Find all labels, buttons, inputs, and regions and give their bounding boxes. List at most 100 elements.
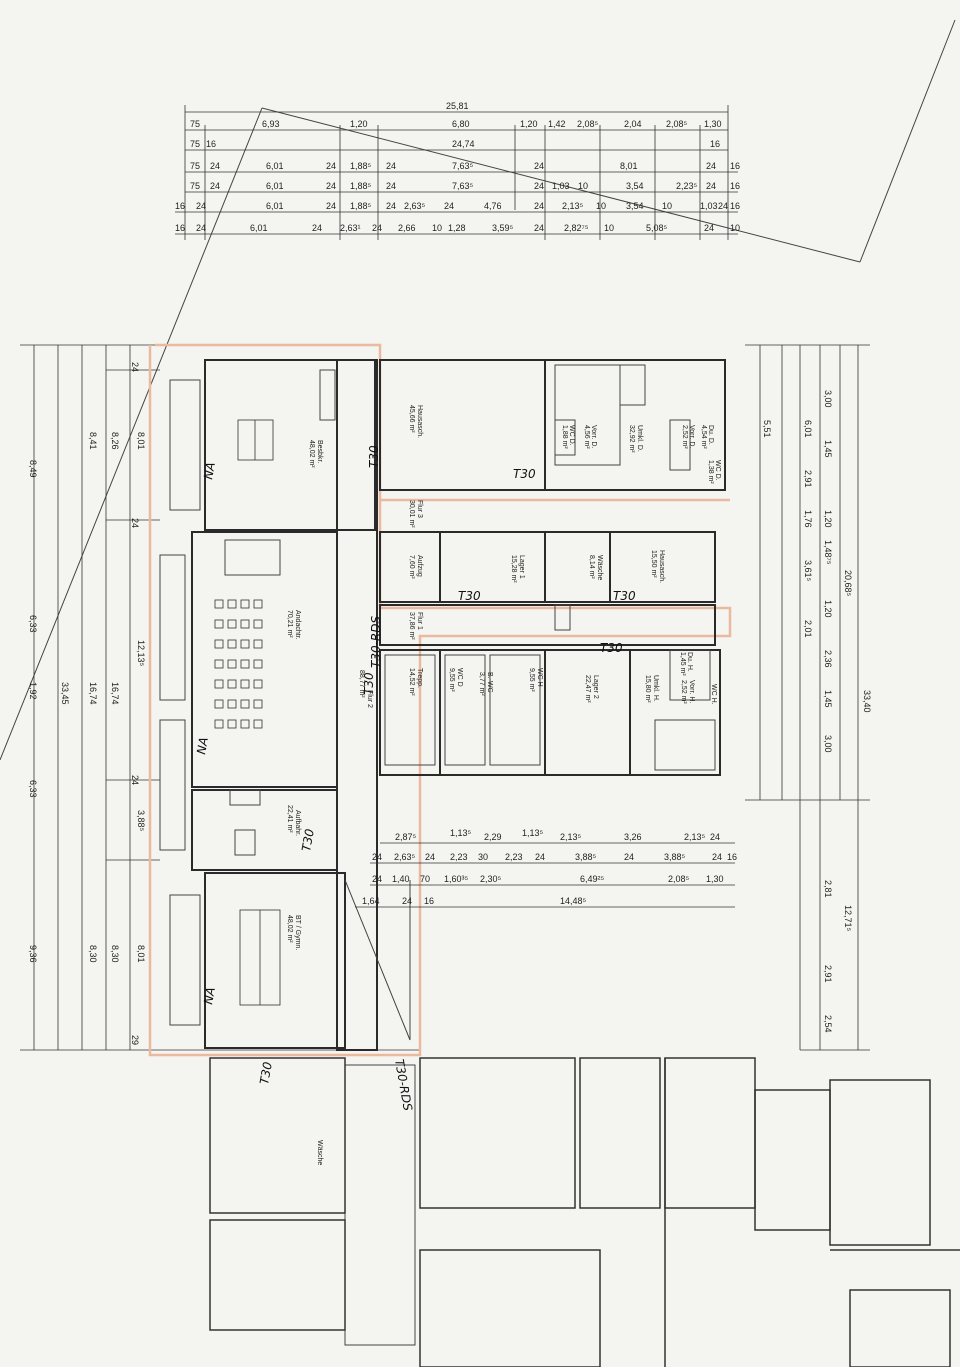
dim-top-r5-10: 2,13⁵ <box>562 201 584 211</box>
dim-top-r1-9: 1,30 <box>704 119 722 129</box>
hand-na-3: NA <box>201 986 218 1005</box>
room-du-h-name: Du. H. <box>686 652 693 672</box>
dim-mid-r2-4: 2,30⁵ <box>480 874 502 884</box>
room-bt-gymn-area: 48,02 m² <box>286 915 293 943</box>
dim-mid-r0-5: 3,26 <box>624 832 642 842</box>
room-flur2-name: Flur 2 <box>366 690 373 708</box>
room-vorr-d2-name: Vorr. D. <box>688 425 695 448</box>
dim-top-r4-3: 24 <box>326 181 336 191</box>
hand-t30-3: T30 <box>458 589 481 603</box>
dim-left-15: 8,01 <box>136 945 146 963</box>
dim-mid-r3-3: 14,48⁵ <box>560 896 587 906</box>
hand-t30-4: T30 <box>613 589 636 603</box>
dim-right-6: 1,20 <box>823 600 833 618</box>
dim-top-r5-0: 16 <box>175 201 185 211</box>
dim-mid-r2-3: 1,60³⁵ <box>444 874 469 884</box>
room-aufzug-area: 7,60 m² <box>408 555 415 579</box>
dim-right-11: 6,01 <box>803 420 813 438</box>
hand-t30-rds-1: T30-RDS <box>369 615 383 668</box>
dim-left-14: 8,30 <box>110 945 120 963</box>
room-umkl-d-area: 32,92 m² <box>628 425 635 453</box>
dim-left-8: 16,74 <box>88 682 98 705</box>
room-labels: Besbkr. 48,02 m² Hausasch. 45,66 m² Umkl… <box>286 405 721 1165</box>
dim-right-12: 2,91 <box>803 470 813 488</box>
dim-top-r4-8: 1,03 <box>552 181 570 191</box>
room-wc-d-small-name: WC D. <box>568 425 575 446</box>
room-wc-d-small-area: 1,88 m² <box>561 425 568 449</box>
room-aufbahr-area: 22,41 m² <box>286 805 293 833</box>
handwritten-annotations: NA T30 T30 T30 T30 T30 T30-RDS NA T30 NA… <box>194 445 636 1112</box>
dim-mid-r2-2: 70 <box>420 874 430 884</box>
dim-top-r5-6: 2,63⁵ <box>404 201 426 211</box>
room-flur3-area: 30,01 m² <box>408 500 415 528</box>
dim-top-r4-10: 3,54 <box>626 181 644 191</box>
room-umkl-h-area: 15,80 m² <box>644 675 651 703</box>
room-hausaschl2-name: Hausasch. <box>658 550 665 583</box>
dim-top-r5-7: 24 <box>444 201 454 211</box>
right-dimension-chains <box>745 344 870 1051</box>
middle-dimension-chains <box>355 842 735 908</box>
dim-left-2: 8,26 <box>110 432 120 450</box>
dim-mid-r0-3: 1,13⁵ <box>522 828 544 838</box>
dim-top-r4-0: 75 <box>190 181 200 191</box>
room-flur1-name: Flur 1 <box>416 612 423 630</box>
building-walls <box>191 359 726 1051</box>
room-andacht-area: 70,21 m² <box>286 610 293 638</box>
room-bt-gymn-name: BT / Gymn. <box>294 915 301 950</box>
dim-left-0: 8,49 <box>28 460 38 478</box>
dim-left-10: 6,33 <box>28 780 38 798</box>
dim-top-r1-2: 1,20 <box>350 119 368 129</box>
dim-top-r1-1: 6,93 <box>262 119 280 129</box>
dim-mid-r1-4: 30 <box>478 852 488 862</box>
room-vorr-d2-area: 2,52 m² <box>681 425 688 449</box>
dim-left-9: 16,74 <box>110 682 120 705</box>
dim-right-14: 20,68⁵ <box>843 570 853 597</box>
dim-top-r1-4: 1,20 <box>520 119 538 129</box>
dim-right-2: 3,61⁵ <box>803 560 813 582</box>
andacht-seating <box>214 419 281 1006</box>
dim-top-r6-4: 2,63¹ <box>340 223 361 233</box>
dim-top-r5-3: 24 <box>326 201 336 211</box>
dim-top-r4-4: 1,88⁵ <box>350 181 372 191</box>
dim-top-r6-5: 24 <box>372 223 382 233</box>
dim-mid-r2-5: 6,49²⁵ <box>580 874 605 884</box>
dim-mid-r0-7: 24 <box>710 832 720 842</box>
dim-top-r1-0: 75 <box>190 119 200 129</box>
dim-top-r6-1: 24 <box>196 223 206 233</box>
dim-top-r4-9: 10 <box>578 181 588 191</box>
room-wc-d-name: WC D <box>456 668 463 687</box>
room-du-h-area: 1,45 m² <box>679 652 686 676</box>
dim-right-18: 2,91 <box>823 965 833 983</box>
dim-mid-r1-8: 24 <box>624 852 634 862</box>
dim-mid-r1-7: 3,88⁵ <box>575 852 597 862</box>
dim-top-r3-4: 1,88⁵ <box>350 161 372 171</box>
room-waesche-ext-name: Wäsche <box>316 1140 323 1165</box>
dim-mid-r0-4: 2,13⁵ <box>560 832 582 842</box>
room-lager2-area: 22,47 m² <box>584 675 591 703</box>
dim-top-r1-3: 6,80 <box>452 119 470 129</box>
dim-top-r1-8: 2,08⁵ <box>666 119 688 129</box>
hand-t30-rds-2: T30-RDS <box>392 1058 415 1112</box>
dim-top-r4-12: 24 <box>706 181 716 191</box>
room-wc-d2-area: 1,38 m² <box>707 460 714 484</box>
right-dimension-labels: 3,00 1,45 3,61⁵ 2,01 1,20 1,48⁷⁵ 1,20 2,… <box>762 390 872 1033</box>
dim-top-r5-13: 10 <box>662 201 672 211</box>
hand-t30-6: T30 <box>299 827 317 852</box>
dim-top-r4-5: 24 <box>386 181 396 191</box>
hand-na-2: NA <box>194 736 211 755</box>
dim-right-19: 2,54 <box>823 1015 833 1033</box>
room-flur2-area: 88,77 m² <box>358 670 365 698</box>
dim-top-r6-15: 10 <box>730 223 740 233</box>
dim-right-7: 2,36 <box>823 650 833 668</box>
room-vorr-d-name: Vorr. D. <box>590 425 597 448</box>
hand-t30-8: T30 <box>362 672 376 695</box>
room-vorr-h-area: 2,52 m² <box>680 680 687 704</box>
room-vorr-h-name: Vorr. H. <box>688 680 695 703</box>
dim-left-4: 6,33 <box>28 615 38 633</box>
hand-na-1: NA <box>201 461 218 480</box>
dim-left-7: 33,45 <box>60 682 70 705</box>
dim-right-10: 5,51 <box>762 420 772 438</box>
room-b-wc-name: B.-WC <box>486 672 493 693</box>
room-besprechung-name: Besbkr. <box>316 440 323 463</box>
dim-right-0: 3,00 <box>823 390 833 408</box>
